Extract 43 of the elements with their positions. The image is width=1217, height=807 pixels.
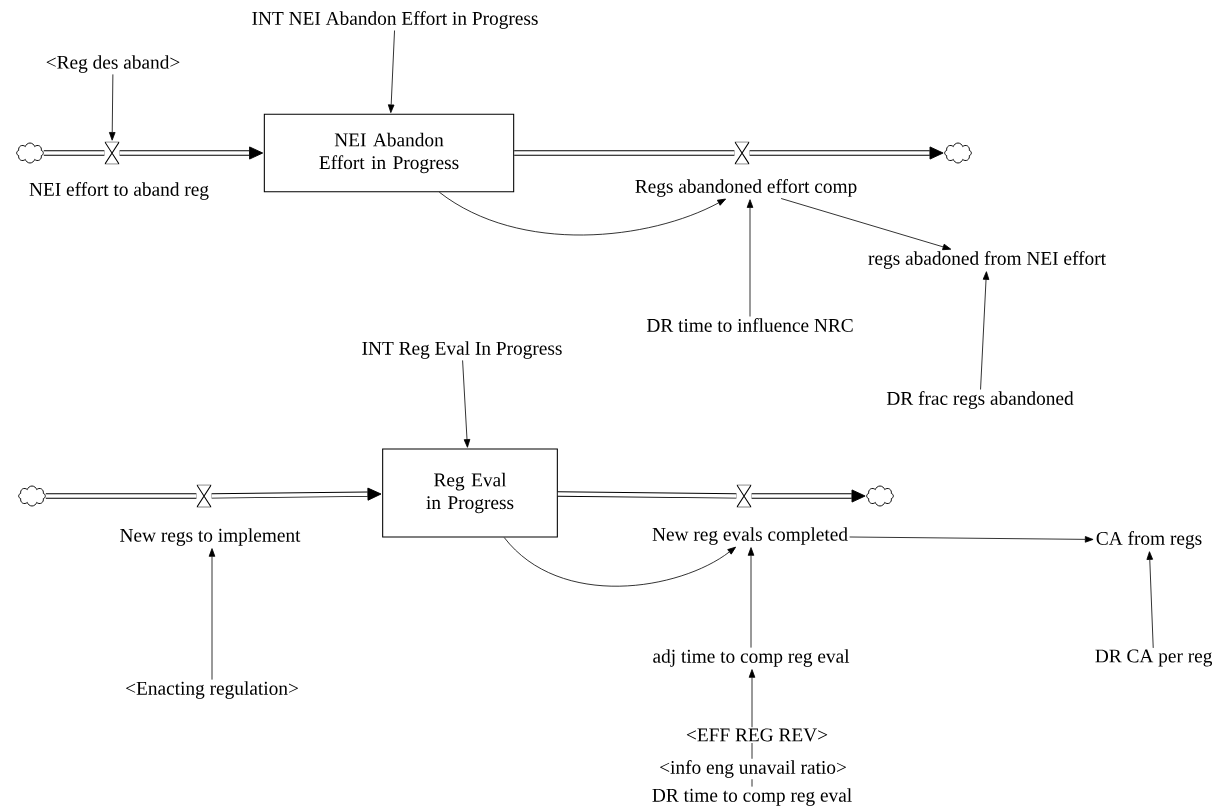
variable-label: DR CA per reg (1095, 649, 1213, 667)
arrow (780, 198, 952, 251)
cloud-symbol (944, 142, 972, 164)
pipe (514, 150, 735, 156)
variable-label: DR frac regs abandoned (886, 391, 1074, 409)
pipe (751, 489, 866, 503)
pipe (45, 493, 197, 499)
variable-label: DR time to influence NRC (646, 318, 853, 332)
stock-box: NEI Abandon Effort in Progress (263, 113, 515, 193)
pipe (43, 150, 105, 156)
flow-label: NEI effort to aband reg (29, 182, 209, 200)
variable-label: DR time to comp reg eval (652, 788, 852, 806)
pipe (211, 487, 382, 501)
arrow (462, 360, 471, 448)
variable-label: <Reg des aband> (46, 55, 180, 73)
cloud-symbol (16, 142, 44, 164)
arrow (746, 199, 754, 317)
arrow (387, 30, 395, 113)
cloud-symbol (866, 485, 894, 507)
arrow (503, 537, 736, 587)
arrow (108, 74, 116, 141)
variable-label: <EFF REG REV> (684, 727, 830, 743)
arrow (747, 547, 755, 648)
cloud-symbol (18, 485, 46, 507)
variable-label: CA from regs (1096, 531, 1202, 549)
variable-label: INT NEI Abandon Effort in Progress (252, 11, 538, 29)
flow-label: New regs to implement (120, 528, 301, 546)
stock-box: Reg Eval in Progress (382, 448, 558, 538)
variable-label: <info eng unavail ratio> (657, 758, 849, 780)
pipe (119, 146, 264, 160)
pipe (557, 491, 737, 499)
arrow (1146, 551, 1154, 649)
pipe (749, 146, 944, 160)
flow-label: Regs abandoned effort comp (635, 179, 857, 197)
arrow (980, 271, 990, 390)
variable-label: <Enacting regulation> (126, 681, 298, 699)
arrow (438, 191, 726, 236)
variable-label: regs abadoned from NEI effort (868, 251, 1106, 269)
variable-label: adj time to comp reg eval (653, 649, 850, 667)
flow-label: New reg evals completed (652, 527, 848, 545)
arrow (208, 548, 216, 680)
variable-label: INT Reg Eval In Progress (362, 341, 562, 359)
arrow (849, 536, 1094, 543)
